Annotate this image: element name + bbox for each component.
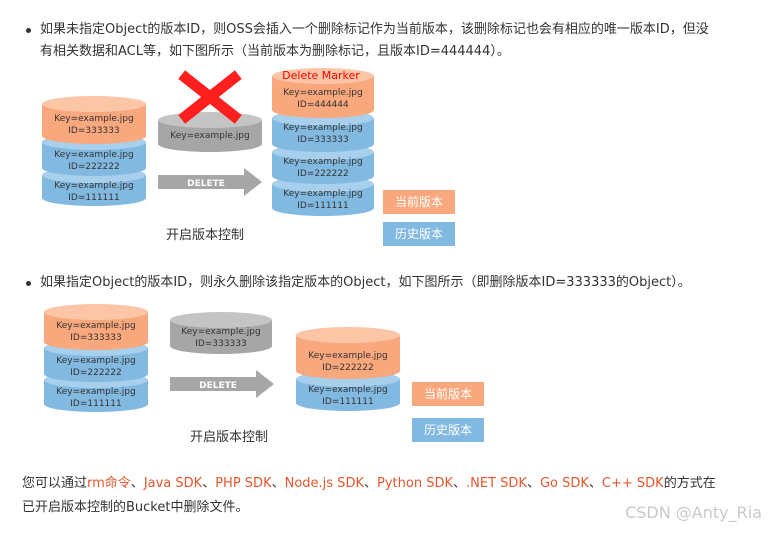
footer-sep: 、 xyxy=(202,476,216,491)
cylinder-333333-d2: Key=example.jpg ID=333333 xyxy=(44,304,148,350)
footer-suffix: 的方式在 xyxy=(663,476,716,491)
legend-current-2: 当前版本 xyxy=(412,382,484,406)
left-stack-1-key-3: Key=example.jpg xyxy=(54,181,133,191)
right-stack-1-id-1: ID=444444 xyxy=(297,100,349,110)
left-stack-2: Key=example.jpg ID=111111 Key=example.jp… xyxy=(44,304,148,412)
right-stack-2-id-2: ID=111111 xyxy=(322,397,373,407)
right-stack-1-key-2: Key=example.jpg xyxy=(283,123,362,133)
link-dotnet-sdk[interactable]: .NET SDK xyxy=(466,476,527,491)
bullet-2-line-1: 如果指定Object的版本ID，则永久删除该指定版本的Object，如下图所示（… xyxy=(40,275,691,290)
link-java-sdk[interactable]: Java SDK xyxy=(143,476,203,491)
left-stack-2-key-1: Key=example.jpg xyxy=(56,321,135,331)
footer-prefix: 您可以通过 xyxy=(22,476,88,491)
legend-history-1: 历史版本 xyxy=(383,222,455,246)
link-rm-command[interactable]: rm命令 xyxy=(87,476,131,491)
watermark: CSDN @Anty_Ria xyxy=(625,503,762,522)
left-stack-2-id-2: ID=222222 xyxy=(70,368,121,378)
left-stack-1: Key=example.jpg ID=111111 Key=example.jp… xyxy=(42,96,146,206)
diagram-2-caption: 开启版本控制 xyxy=(190,430,269,445)
right-stack-2-key-1: Key=example.jpg xyxy=(308,351,387,361)
footer-sep: 、 xyxy=(363,476,377,491)
cylinder-333333-right: Key=example.jpg ID=333333 xyxy=(272,110,374,152)
right-stack-1-key-4: Key=example.jpg xyxy=(283,189,362,199)
cylinder-333333: Key=example.jpg ID=333333 xyxy=(42,96,146,144)
right-stack-1-id-2: ID=333333 xyxy=(297,135,348,145)
right-stack-2: Key=example.jpg ID=111111 Key=example.jp… xyxy=(296,327,400,411)
left-stack-1-id-1: ID=333333 xyxy=(68,126,119,136)
cylinder-222222-d2-right: Key=example.jpg ID=222222 xyxy=(296,327,400,379)
link-cpp-sdk[interactable]: C++ SDK xyxy=(601,476,664,491)
bullet-dot-2 xyxy=(26,281,31,286)
left-stack-2-key-3: Key=example.jpg xyxy=(56,387,135,397)
gray-disk-1: Key=example.jpg xyxy=(158,112,262,152)
right-stack-2-key-2: Key=example.jpg xyxy=(308,385,387,395)
link-nodejs-sdk[interactable]: Node.js SDK xyxy=(284,476,364,491)
bullet-1-line-1: 如果未指定Object的版本ID，则OSS会插入一个删除标记作为当前版本，该删除… xyxy=(40,22,709,37)
left-stack-2-id-1: ID=333333 xyxy=(70,333,121,343)
right-stack-1-id-3: ID=222222 xyxy=(297,169,348,179)
right-stack-1-key-3: Key=example.jpg xyxy=(283,157,362,167)
left-stack-2-key-2: Key=example.jpg xyxy=(56,356,135,366)
delete-arrow-2-label: DELETE xyxy=(199,381,237,391)
cylinder-444444-right: Delete Marker Key=example.jpg ID=444444 xyxy=(272,68,374,118)
right-stack-1-id-4: ID=111111 xyxy=(297,201,348,211)
footer-text: 您可以通过rm命令、Java SDK、PHP SDK、Node.js SDK、P… xyxy=(22,472,752,520)
footer-sep: 、 xyxy=(588,476,602,491)
gray-disk-2: Key=example.jpg ID=333333 xyxy=(170,312,272,354)
footer-sep: 、 xyxy=(271,476,285,491)
delete-marker-label: Delete Marker xyxy=(282,69,360,82)
footer-sep: 、 xyxy=(452,476,466,491)
right-stack-1: Key=example.jpg ID=111111 Key=example.jp… xyxy=(272,68,374,216)
legend-current-1: 当前版本 xyxy=(383,190,455,214)
footer-sep: 、 xyxy=(130,476,144,491)
red-x-icon xyxy=(178,70,242,124)
left-stack-1-key-2: Key=example.jpg xyxy=(54,150,133,160)
right-stack-1-key-1: Key=example.jpg xyxy=(283,88,362,98)
left-stack-1-id-3: ID=111111 xyxy=(68,193,119,203)
gray-disk-2-id: ID=333333 xyxy=(195,339,246,349)
left-stack-2-id-3: ID=111111 xyxy=(70,399,121,409)
legend-history-2: 历史版本 xyxy=(412,418,484,442)
left-stack-1-key-1: Key=example.jpg xyxy=(54,114,133,124)
link-go-sdk[interactable]: Go SDK xyxy=(539,476,589,491)
gray-disk-1-key: Key=example.jpg xyxy=(170,131,249,141)
gray-disk-2-key: Key=example.jpg xyxy=(181,327,260,337)
bullet-dot-1 xyxy=(26,28,31,33)
delete-arrow-1: DELETE xyxy=(158,168,262,196)
diagram-1-caption: 开启版本控制 xyxy=(166,228,245,243)
left-stack-1-id-2: ID=222222 xyxy=(68,162,119,172)
delete-arrow-1-label: DELETE xyxy=(187,179,225,189)
delete-arrow-2: DELETE xyxy=(170,370,274,398)
link-php-sdk[interactable]: PHP SDK xyxy=(215,476,272,491)
link-python-sdk[interactable]: Python SDK xyxy=(377,476,453,491)
footer-sep: 、 xyxy=(526,476,540,491)
bullet-1-line-2: 有相关数据和ACL等，如下图所示（当前版本为删除标记，且版本ID=444444）… xyxy=(40,44,510,59)
right-stack-2-id-1: ID=222222 xyxy=(322,363,373,373)
footer-line-2: 已开启版本控制的Bucket中删除文件。 xyxy=(22,500,249,515)
